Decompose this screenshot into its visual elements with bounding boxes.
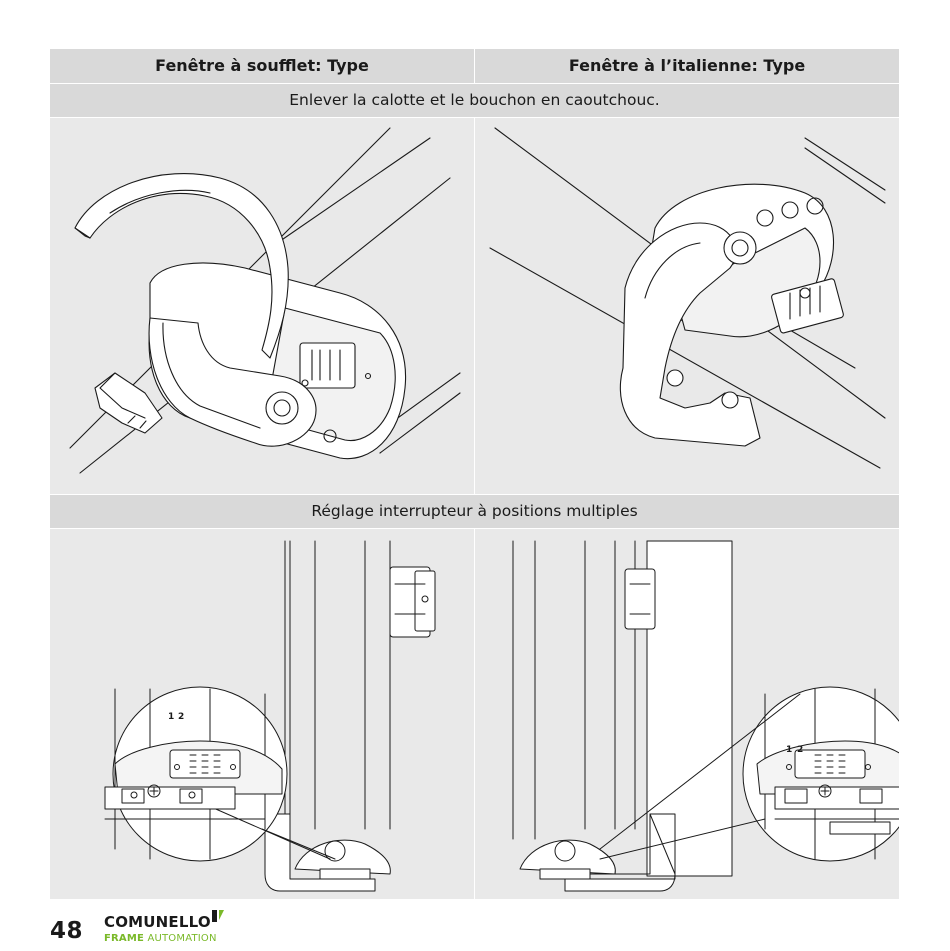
- brand-name: COMUNELLO: [104, 913, 211, 931]
- header-bottom-hung-window: Fenêtre à soufflet: Type: [50, 49, 474, 83]
- header-top-hung-window: Fenêtre à l’italienne: Type: [475, 49, 899, 83]
- divider: [50, 528, 899, 529]
- divider: [50, 83, 899, 84]
- illustration-bottom-hung-switch: [50, 529, 474, 899]
- callout-label-2-right: 2: [797, 745, 804, 755]
- callout-label-1-right: 1: [786, 745, 793, 755]
- divider: [50, 117, 899, 118]
- brand-subtitle-rest: AUTOMATION: [144, 933, 217, 944]
- callout-label-2-left: 2: [178, 712, 185, 722]
- divider: [474, 529, 475, 899]
- instruction-table: Fenêtre à soufflet: Type Fenêtre à l’ita…: [50, 49, 899, 899]
- divider: [474, 118, 475, 494]
- brand-logo-icon: [210, 908, 226, 928]
- step-remove-cap: Enlever la calotte et le bouchon en caou…: [50, 84, 899, 117]
- callout-label-1-left: 1: [168, 712, 175, 722]
- illustration-top-hung-switch: [475, 529, 899, 899]
- step-multi-position-switch: Réglage interrupteur à positions multipl…: [50, 495, 899, 528]
- divider: [474, 49, 475, 83]
- illustration-bottom-hung-open-cap: [50, 118, 474, 494]
- divider: [50, 494, 899, 495]
- brand-subtitle: FRAME AUTOMATION: [104, 933, 217, 944]
- page-number: 48: [50, 918, 84, 944]
- illustration-top-hung-open-cap: [475, 118, 899, 494]
- brand-subtitle-bold: FRAME: [104, 933, 145, 944]
